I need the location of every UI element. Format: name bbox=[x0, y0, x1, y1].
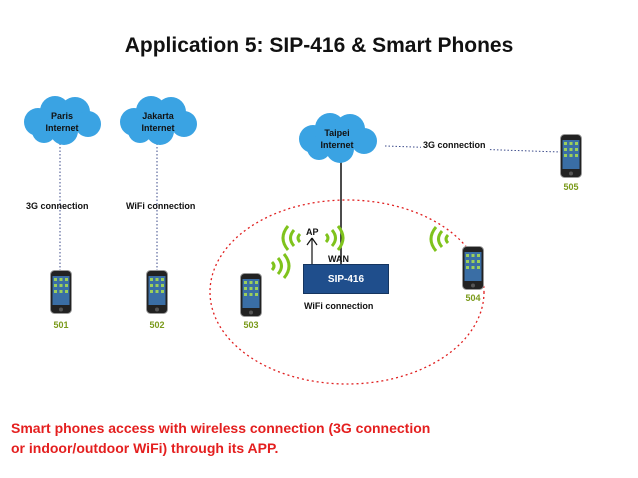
ap-label: AP bbox=[306, 227, 319, 237]
extension-label: 505 bbox=[563, 182, 579, 192]
local-network-boundary bbox=[209, 199, 485, 385]
paris-cloud bbox=[24, 96, 101, 145]
wan-label: WAN bbox=[328, 254, 349, 264]
jakarta-cloud bbox=[120, 96, 197, 145]
wifi-signal-503 bbox=[270, 253, 291, 279]
wifi-signal-right bbox=[324, 225, 345, 251]
phone-icon bbox=[240, 273, 262, 322]
taipei-cloud-label: Taipei Internet bbox=[320, 128, 354, 150]
wifi-signal-504 bbox=[429, 226, 450, 252]
page-title: Application 5: SIP-416 & Smart Phones bbox=[124, 34, 514, 57]
phone-icon bbox=[50, 270, 72, 319]
taipei-connection-label: 3G connection bbox=[421, 140, 488, 150]
paris-cloud-label: Paris Internet bbox=[45, 111, 79, 133]
taipei-cloud bbox=[299, 113, 377, 163]
extension-label: 502 bbox=[149, 320, 165, 330]
extension-label: 503 bbox=[243, 320, 259, 330]
ap-antenna bbox=[306, 237, 318, 264]
sip416-device: SIP-416 bbox=[303, 264, 389, 294]
footer-note: Smart phones access with wireless connec… bbox=[11, 420, 431, 456]
phone-icon bbox=[560, 134, 582, 183]
phone-icon bbox=[462, 246, 484, 295]
wifi-signal-left bbox=[281, 225, 302, 251]
extension-label: 504 bbox=[465, 293, 481, 303]
device-wifi-label: WiFi connection bbox=[304, 301, 374, 311]
phone-icon bbox=[146, 270, 168, 319]
jakarta-connection-label: WiFi connection bbox=[126, 201, 196, 211]
extension-label: 501 bbox=[53, 320, 69, 330]
jakarta-cloud-label: Jakarta Internet bbox=[141, 111, 175, 133]
paris-connection-label: 3G connection bbox=[26, 201, 89, 211]
